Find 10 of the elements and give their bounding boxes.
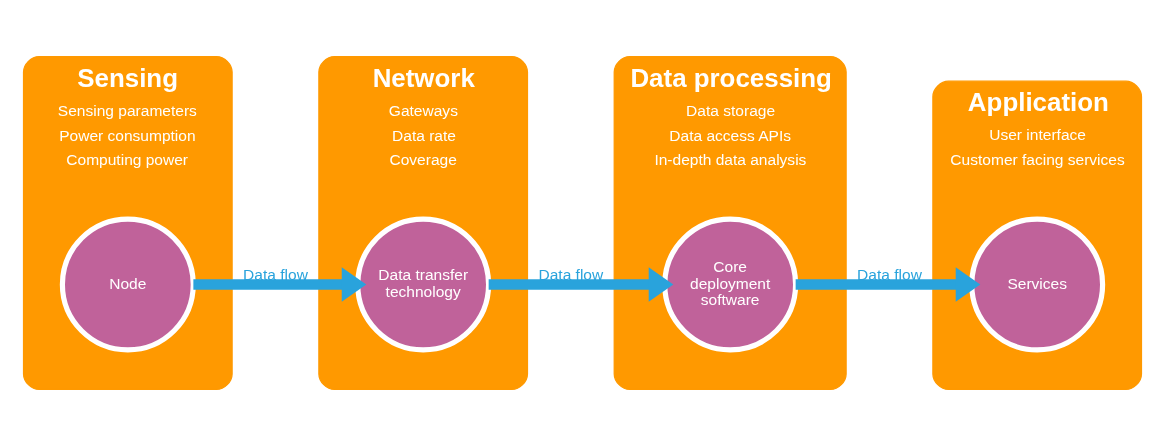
edge-label: Data flow	[538, 265, 604, 283]
edge-label: Data flow	[243, 265, 308, 283]
arrow	[488, 266, 674, 302]
node-circle: Core deployment software	[662, 216, 799, 353]
arrow	[795, 266, 981, 302]
arrow	[193, 266, 367, 302]
node-circle: Node	[59, 216, 196, 353]
edge-label: Data flow	[857, 265, 922, 283]
node-circle: Services	[969, 216, 1106, 353]
node-circle: Data transfer technology	[355, 216, 492, 353]
